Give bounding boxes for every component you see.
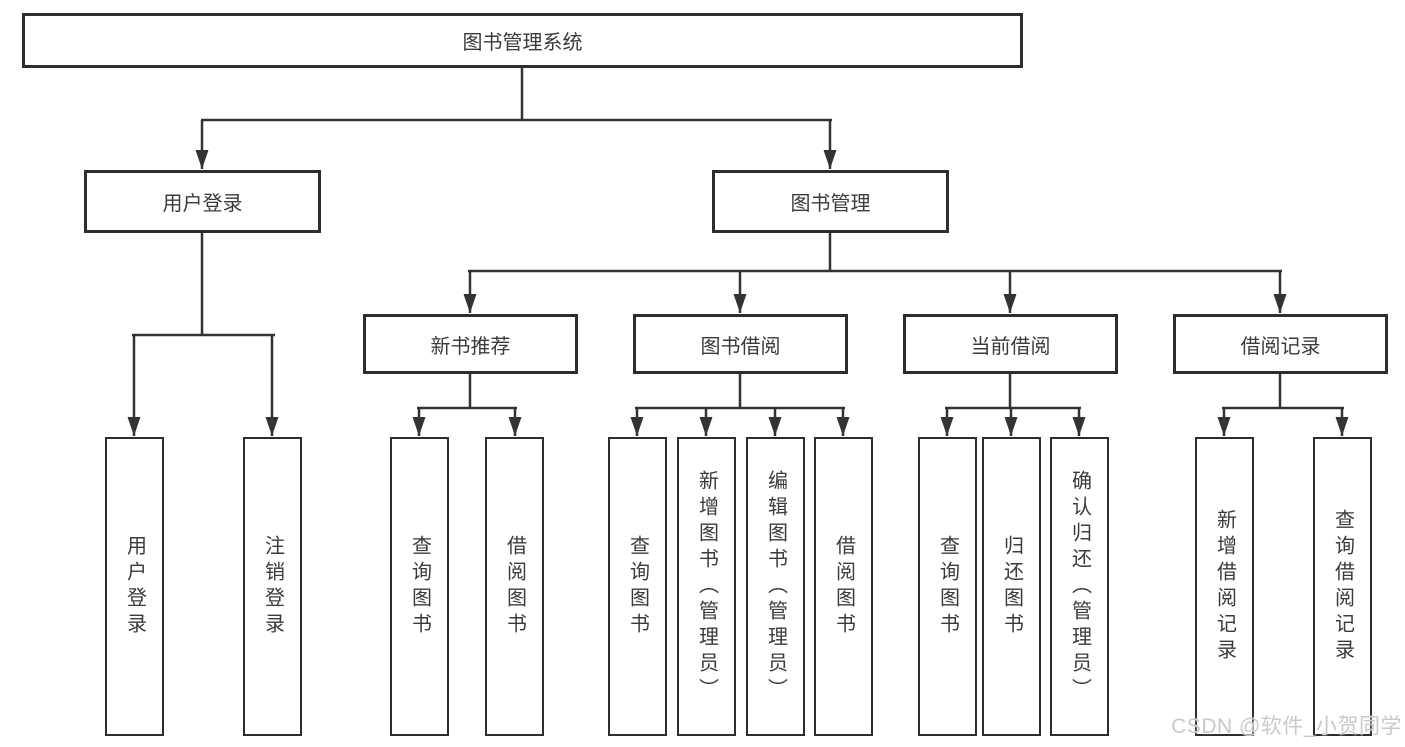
node-label: 用户登录 (123, 534, 146, 639)
node-new-book-recommendation: 新书推荐 (363, 314, 578, 374)
node-leaf-add-borrow-record: 新增借阅记录 (1195, 437, 1254, 736)
connector-new-book-to-leaves (412, 374, 522, 436)
connector-book-borrow-to-leaves (630, 374, 850, 436)
node-label: 借阅图书 (832, 534, 855, 639)
node-label: 查询图书 (408, 534, 431, 639)
node-leaf-borrow-books-rec: 借阅图书 (485, 437, 544, 736)
node-leaf-confirm-return-admin: 确认归还（管理员） (1050, 437, 1109, 736)
node-label: 新增图书（管理员） (695, 469, 718, 704)
node-label: 编辑图书（管理员） (764, 469, 787, 704)
node-label: 用户登录 (162, 193, 243, 215)
node-label: 图书管理系统 (462, 32, 583, 54)
node-leaf-logout: 注销登录 (243, 437, 302, 736)
node-leaf-query-borrow-record: 查询借阅记录 (1313, 437, 1372, 736)
node-leaf-user-login: 用户登录 (105, 437, 164, 736)
node-current-borrowing: 当前借阅 (903, 314, 1118, 374)
node-label: 查询图书 (936, 534, 959, 639)
node-leaf-return-book: 归还图书 (982, 437, 1041, 736)
node-borrowing-records: 借阅记录 (1173, 314, 1388, 374)
node-book-borrowing: 图书借阅 (633, 314, 848, 374)
connector-current-borrow-to-leaves (940, 374, 1086, 436)
node-leaf-borrow-books: 借阅图书 (814, 437, 873, 736)
node-label: 注销登录 (261, 534, 284, 639)
node-label: 查询图书 (626, 534, 649, 639)
connector-root-to-level2 (195, 68, 837, 169)
node-label: 借阅记录 (1240, 335, 1321, 358)
node-library-management-system: 图书管理系统 (22, 13, 1023, 68)
node-label: 新书推荐 (430, 335, 511, 358)
node-label: 图书借阅 (700, 335, 781, 358)
connector-user-login-to-leaves (127, 233, 279, 436)
node-label: 当前借阅 (970, 335, 1051, 358)
node-label: 新增借阅记录 (1213, 508, 1236, 665)
node-book-management: 图书管理 (712, 170, 949, 233)
connector-book-mgmt-to-level3 (463, 233, 1287, 313)
node-label: 确认归还（管理员） (1068, 469, 1091, 704)
node-label: 借阅图书 (503, 534, 526, 639)
node-label: 查询借阅记录 (1331, 508, 1354, 665)
node-label: 归还图书 (1000, 534, 1023, 639)
connector-borrow-records-to-leaves (1217, 374, 1349, 436)
node-leaf-query-books-rec: 查询图书 (390, 437, 449, 736)
node-leaf-edit-book-admin: 编辑图书（管理员） (746, 437, 805, 736)
node-leaf-add-book-admin: 新增图书（管理员） (677, 437, 736, 736)
csdn-watermark: CSDN @软件_小贺同学 (1171, 715, 1402, 738)
node-leaf-query-books-borrow: 查询图书 (608, 437, 667, 736)
node-label: 图书管理 (790, 193, 871, 215)
node-user-login: 用户登录 (84, 170, 321, 233)
node-leaf-query-books-current: 查询图书 (918, 437, 977, 736)
